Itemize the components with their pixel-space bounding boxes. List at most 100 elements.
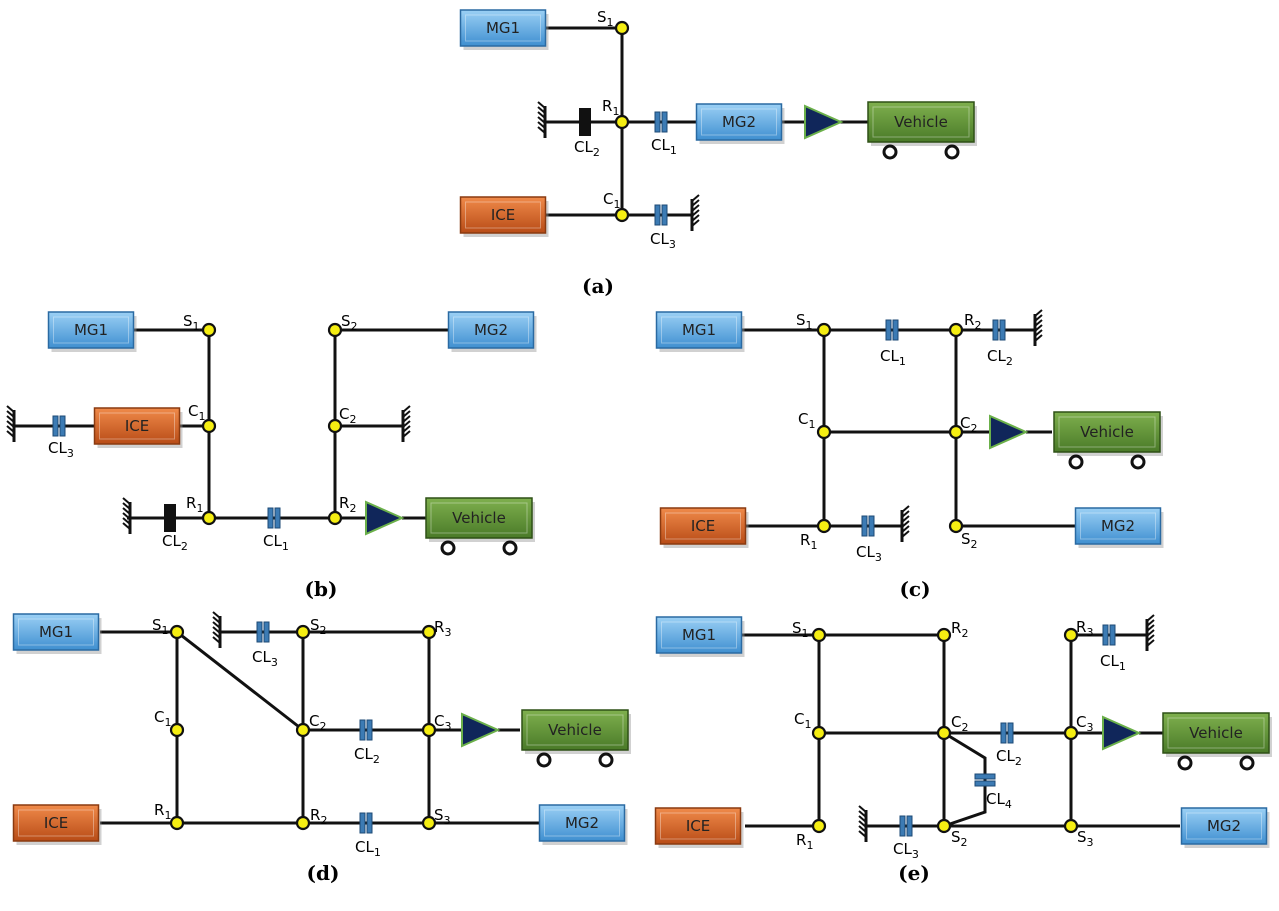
clutch-plate: [256, 621, 263, 643]
mg2-box-body: [1074, 507, 1162, 545]
mg1-box: MG1: [12, 613, 102, 654]
mg2-box-body: [1180, 807, 1268, 845]
mg1-box-bevel: [661, 621, 737, 649]
caption-c: (c): [899, 577, 930, 601]
ground-hatch: [858, 830, 867, 838]
label-c1: C1: [188, 402, 205, 423]
clutch-plate: [52, 415, 59, 437]
ground-hatch: [858, 820, 867, 828]
ice-box-bevel: [99, 412, 175, 440]
ground-hatch: [122, 512, 131, 520]
label-r2: R2: [339, 494, 356, 515]
node: [295, 624, 311, 640]
mg2-label: MG2: [722, 113, 756, 131]
node: [1063, 725, 1079, 741]
vehicle-box-bevel: [1167, 717, 1265, 749]
vehicle-box-body: [425, 497, 533, 539]
ground-hatch: [1034, 334, 1043, 342]
ground-hatch: [122, 517, 131, 525]
label-s1: S1: [792, 619, 809, 640]
ground-hatch: [1146, 624, 1155, 632]
mg2-label: MG2: [1101, 517, 1135, 535]
label-c2: C2: [339, 405, 356, 426]
mg1-box-bevel: [53, 316, 129, 344]
ground-hatch: [537, 126, 546, 134]
ground-hatch: [901, 515, 910, 523]
node: [201, 322, 217, 338]
ice-box-body: [12, 804, 100, 842]
shaft-line: [176, 630, 304, 732]
vehicle-box: Vehicle: [425, 497, 535, 556]
mg2-box-body: [538, 804, 626, 842]
brake-icon: [164, 504, 176, 532]
label-c2: C2: [960, 414, 977, 435]
caption-d: (d): [307, 861, 340, 885]
ground-icon: [401, 405, 411, 442]
clutch-plate: [861, 515, 868, 537]
ground-icon: [122, 497, 132, 534]
node: [295, 722, 311, 738]
mg1-box: MG1: [655, 311, 745, 352]
mg1-label: MG1: [74, 321, 108, 339]
ground-hatch: [1146, 629, 1155, 637]
vehicle-label: Vehicle: [452, 509, 506, 527]
ground-hatch: [402, 420, 411, 428]
mg2-box-body: [695, 103, 783, 141]
ice-box: ICE: [459, 196, 549, 237]
clutch-plate: [661, 204, 668, 226]
ground-hatch: [402, 425, 411, 433]
wheel-icon: [502, 540, 518, 556]
ground-hatch: [858, 805, 867, 813]
label-cl4: CL4: [986, 790, 1012, 811]
node: [1063, 627, 1079, 643]
node: [1063, 818, 1079, 834]
wheel-icon: [536, 752, 552, 768]
vehicle-box: Vehicle: [1053, 411, 1163, 470]
label-s1: S1: [183, 312, 200, 333]
ground-hatch: [122, 507, 131, 515]
clutch-plate: [274, 507, 281, 529]
ground-hatch: [6, 405, 15, 413]
clutch-plate: [906, 815, 913, 837]
label-c2: C2: [309, 712, 326, 733]
label-c1: C1: [794, 710, 811, 731]
mg1-box-bevel: [465, 14, 541, 42]
vehicle-box-body: [521, 709, 629, 751]
ground-hatch: [1034, 324, 1043, 332]
label-cl2: CL2: [987, 347, 1013, 368]
clutch-icon: [1102, 624, 1116, 646]
ground-hatch: [537, 106, 546, 114]
mg2-box: MG2: [447, 311, 537, 352]
node: [816, 424, 832, 440]
ground-hatch: [122, 522, 131, 530]
clutch-plate: [366, 719, 373, 741]
ice-box: ICE: [12, 804, 102, 845]
ground-icon: [858, 805, 868, 842]
wheel-icon: [944, 144, 960, 160]
ice-box-bevel: [18, 809, 94, 837]
clutch-plate: [992, 319, 999, 341]
label-r2: R2: [964, 311, 981, 332]
mg1-box: MG1: [47, 311, 137, 352]
node: [948, 518, 964, 534]
label-s1: S1: [597, 8, 614, 29]
node: [614, 20, 630, 36]
wheel-icon: [882, 144, 898, 160]
ground-hatch: [858, 825, 867, 833]
ice-box-body: [93, 407, 181, 445]
ground-hatch: [537, 101, 546, 109]
ice-box: ICE: [659, 507, 749, 548]
node: [614, 114, 630, 130]
mg2-box-bevel: [453, 316, 529, 344]
clutch-plate: [267, 507, 274, 529]
ground-hatch: [6, 425, 15, 433]
label-cl2: CL2: [354, 745, 380, 766]
clutch-icon: [267, 507, 281, 529]
label-s1: S1: [152, 616, 169, 637]
ice-box-bevel: [665, 512, 741, 540]
ice-box-bevel: [660, 812, 736, 840]
label-c2: C2: [951, 713, 968, 734]
node: [948, 424, 964, 440]
wheel-icon: [1068, 454, 1084, 470]
